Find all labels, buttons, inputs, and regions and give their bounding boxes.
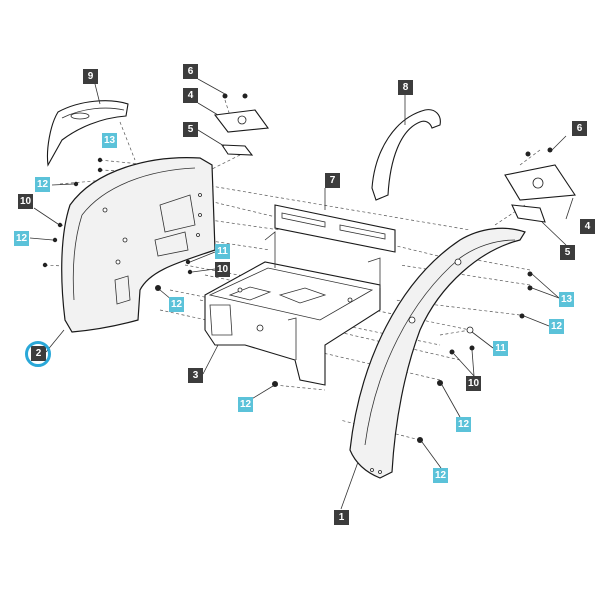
callout-9[interactable]: 9 [83,69,98,84]
callout-2-highlight-ring [25,341,51,367]
callout-13-left[interactable]: 13 [102,133,117,148]
callout-4-right[interactable]: 4 [580,219,595,234]
callout-1[interactable]: 1 [334,510,349,525]
part-8-handle [371,109,441,201]
part-5-clip-right [511,204,546,223]
callout-3[interactable]: 3 [188,368,203,383]
callout-12-left-top[interactable]: 12 [35,177,50,192]
leader-lines [29,78,574,510]
part-9-cap [46,100,129,167]
callout-10-center[interactable]: 10 [215,262,230,277]
part-6-screws-right [525,147,553,157]
callout-12-center[interactable]: 12 [169,297,184,312]
part-5-clip-left [220,144,254,156]
part-1-right-fender [349,227,526,479]
callout-11-left[interactable]: 11 [215,244,230,259]
fasteners [42,157,533,443]
callout-12-bottom[interactable]: 12 [238,397,253,412]
callout-12-right-top[interactable]: 12 [549,319,564,334]
part-7-bracket [274,204,396,253]
part-6-screws-left [222,93,248,99]
callout-6-left[interactable]: 6 [183,64,198,79]
part-3-frame [204,231,381,386]
callout-12-right-mid[interactable]: 12 [456,417,471,432]
part-2-left-fender [61,157,216,333]
callout-11-right[interactable]: 11 [493,341,508,356]
callout-13-right[interactable]: 13 [559,292,574,307]
callout-12-right-bottom[interactable]: 12 [433,468,448,483]
callout-5-right[interactable]: 5 [560,245,575,260]
callout-5-left[interactable]: 5 [183,122,198,137]
part-4-bracket-right [504,164,576,201]
callout-7[interactable]: 7 [325,173,340,188]
callout-4-left[interactable]: 4 [183,88,198,103]
callout-12-left-mid[interactable]: 12 [14,231,29,246]
callout-8[interactable]: 8 [398,80,413,95]
callout-6-right[interactable]: 6 [572,121,587,136]
part-4-bracket-left [213,109,270,133]
callout-10-left[interactable]: 10 [18,194,33,209]
callout-10-right[interactable]: 10 [466,376,481,391]
